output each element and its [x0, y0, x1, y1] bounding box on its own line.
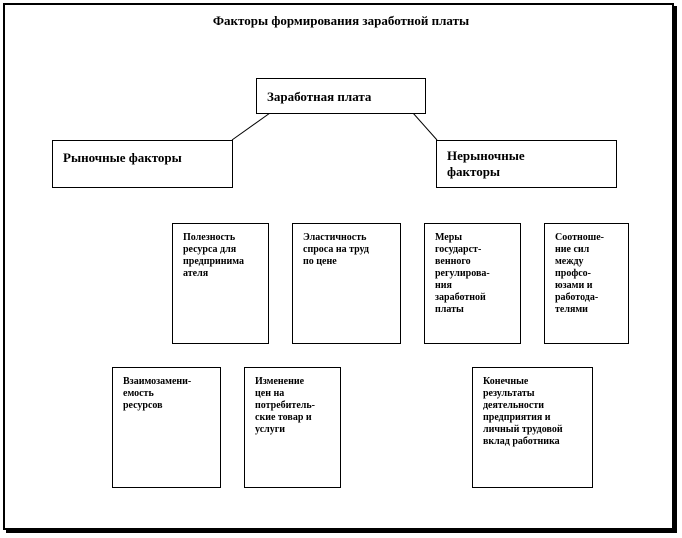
factor-box-union-ratio: Соотноше- ние сил между профсо- юзами и …: [544, 223, 629, 344]
root-box-salary: Заработная плата: [256, 78, 426, 114]
connector-root-nonmarket: [412, 112, 438, 141]
connector-root-market: [231, 112, 271, 141]
factor-box-utility: Полезность ресурса для предпринима ателя: [172, 223, 269, 344]
factor-label-results: Конечные результаты деятельности предпри…: [483, 376, 563, 447]
factor-label-state-regulation: Меры государст- венного регулирова- ния …: [435, 232, 490, 315]
factor-label-price-change: Изменение цен на потребитель- ские товар…: [255, 376, 316, 435]
market-factors-box: Рыночные факторы: [52, 140, 233, 188]
market-factors-label: Рыночные факторы: [63, 150, 182, 165]
factor-label-elasticity: Эластичность спроса на труд по цене: [303, 232, 369, 267]
root-label: Заработная плата: [267, 89, 372, 104]
diagram-title: Факторы формирования заработной платы: [212, 13, 470, 28]
nonmarket-factors-label: Нерыночные факторы: [447, 148, 525, 179]
factor-box-substitutability: Взаимозамени- емость ресурсов: [112, 367, 221, 488]
factor-box-results: Конечные результаты деятельности предпри…: [472, 367, 593, 488]
factor-box-state-regulation: Меры государст- венного регулирова- ния …: [424, 223, 521, 344]
nonmarket-factors-box: Нерыночные факторы: [436, 140, 617, 188]
factor-box-elasticity: Эластичность спроса на труд по цене: [292, 223, 401, 344]
factor-box-price-change: Изменение цен на потребитель- ские товар…: [244, 367, 341, 488]
factor-label-utility: Полезность ресурса для предпринима ателя: [183, 232, 245, 279]
factor-label-union-ratio: Соотноше- ние сил между профсо- юзами и …: [555, 232, 604, 315]
factor-label-substitutability: Взаимозамени- емость ресурсов: [123, 376, 192, 411]
